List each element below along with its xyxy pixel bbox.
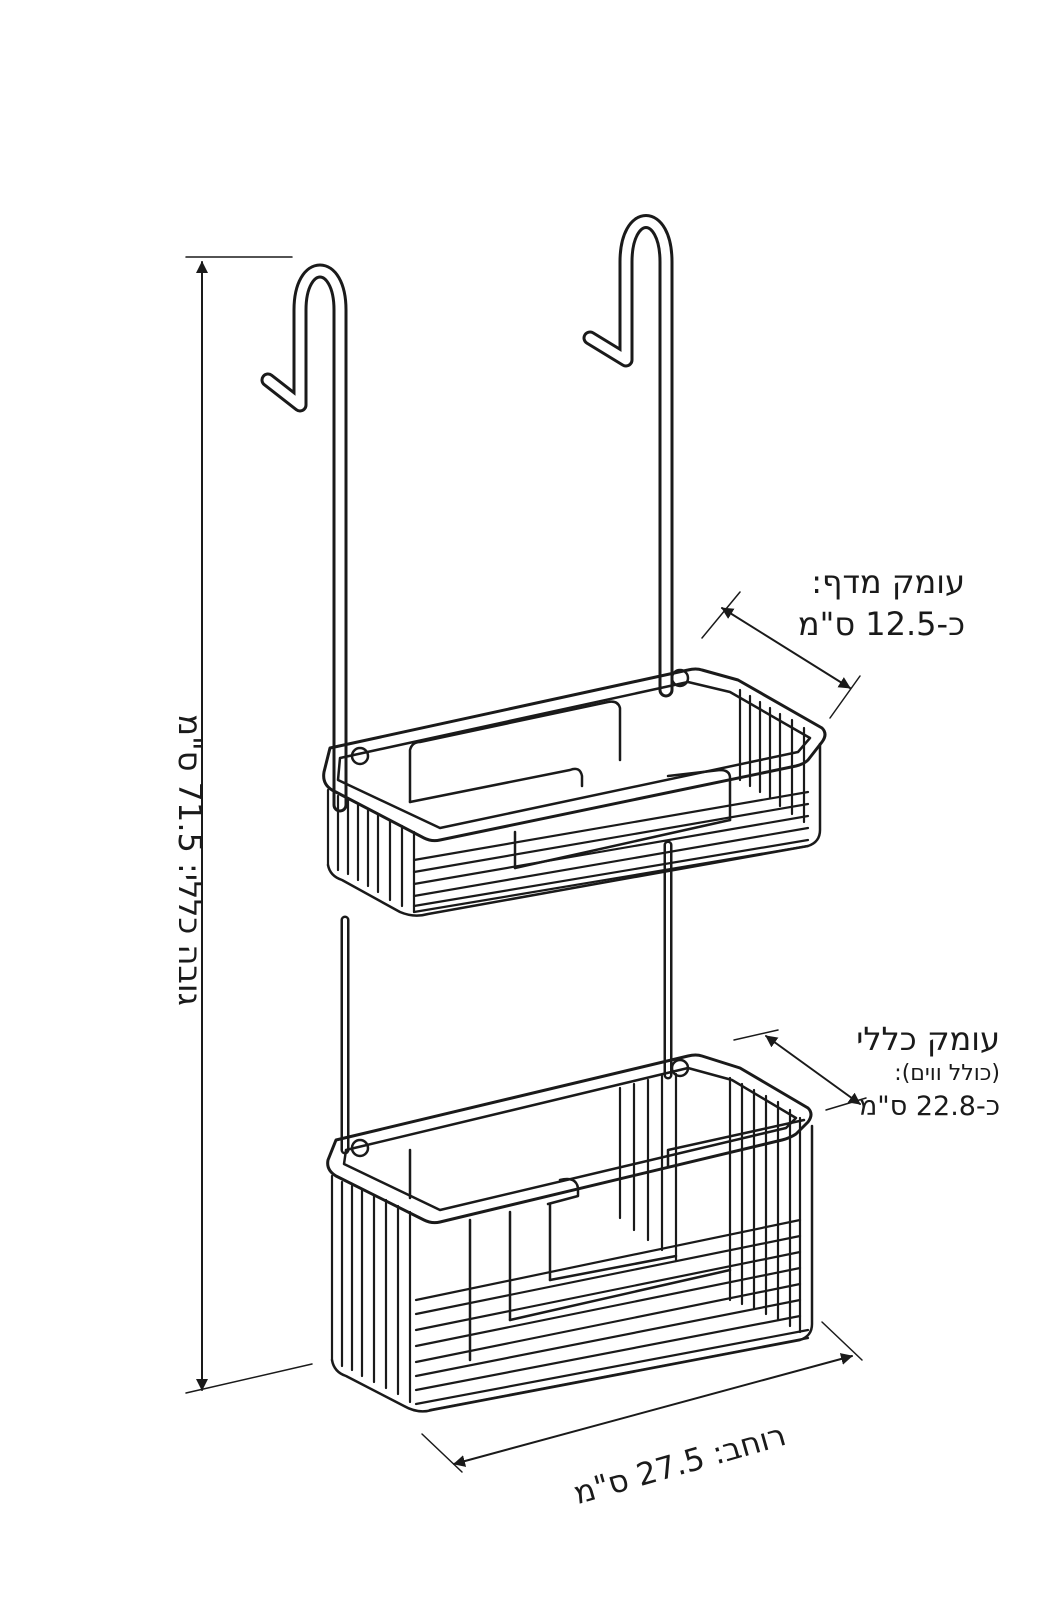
upper-basket	[322, 667, 827, 917]
overall-depth-subtitle: (כולל ווים):	[894, 1061, 1000, 1086]
left-hook	[260, 263, 348, 813]
width-dimension	[421, 1321, 863, 1473]
lower-basket	[326, 1053, 814, 1413]
overall-depth-dimension	[733, 1029, 867, 1111]
overall-depth-label: עומק כללי (כולל ווים): כ-22.8 ס"מ	[856, 1023, 1000, 1120]
shelf-depth-value: כ-12.5 ס"מ	[797, 605, 965, 643]
shelf-depth-label: עומק מדף: כ-12.5 ס"מ	[798, 566, 965, 640]
height-dimension	[185, 256, 313, 1394]
right-hook	[582, 214, 674, 698]
total-height-label: גובה כללי: 71.5 ס"מ	[171, 714, 209, 1006]
shelf-depth-title: עומק מדף:	[811, 563, 965, 601]
overall-depth-value: כ-22.8 ס"מ	[858, 1091, 1000, 1122]
shelf-depth-dimension	[701, 591, 861, 719]
overall-depth-title: עומק כללי	[856, 1020, 1000, 1058]
